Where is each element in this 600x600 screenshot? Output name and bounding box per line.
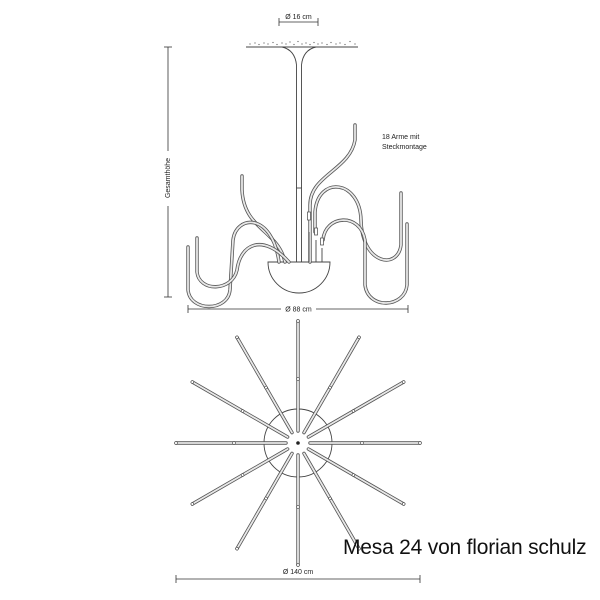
central-dome [267,261,331,294]
top-width-label: Ø 140 cm [283,569,314,576]
ceiling-canopy [246,40,358,66]
height-dimension: Gesamthöhe [164,46,172,298]
top-view [174,319,422,567]
canopy-dimension: Ø 16 cm [278,14,319,26]
side-width-dimension: Ø 88 cm [187,305,409,314]
top-arms [174,319,422,567]
side-width-label: Ø 88 cm [285,307,312,314]
height-dimension-label: Gesamthöhe [165,158,172,198]
canopy-dimension-label: Ø 16 cm [285,14,312,21]
pendant-stem [296,65,302,263]
top-width-dimension: Ø 140 cm [175,569,421,583]
top-view-center [296,441,300,445]
arms-note-line2: Steckmontage [382,144,427,151]
product-title: Mesa 24 von florian schulz [343,536,587,559]
side-arms [186,123,409,309]
arms-note-line1: 18 Arme mit [382,134,419,141]
side-view: Ø 16 cm [164,14,427,314]
